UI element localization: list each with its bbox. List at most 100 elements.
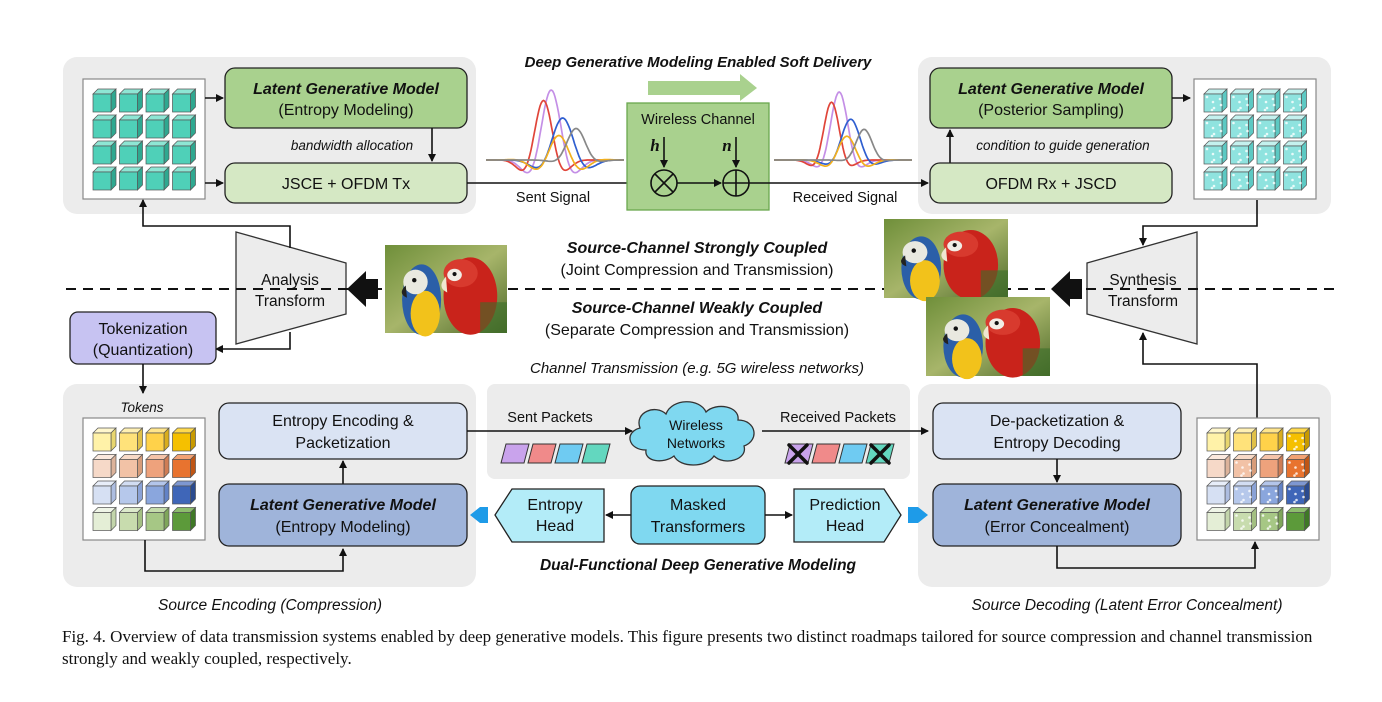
latent-cube <box>118 114 144 139</box>
multiply-node <box>650 169 678 197</box>
parrot-image <box>926 297 1050 380</box>
latent-cube <box>118 140 144 165</box>
latent-cube <box>145 506 170 532</box>
latent-generative-model-decoder <box>929 67 1173 129</box>
sent-signal-waves <box>486 89 624 174</box>
latent-cube <box>145 480 170 505</box>
wireless-label-1: Wireless <box>669 417 723 433</box>
add-node <box>722 169 750 197</box>
sent-packets <box>500 443 611 464</box>
packet <box>581 443 611 464</box>
latent-cube <box>145 453 170 479</box>
latent-cube <box>1282 166 1308 191</box>
latent-cube <box>145 88 170 113</box>
latent-cube <box>1259 480 1284 505</box>
source-decoding-label: Source Decoding (Latent Error Concealmen… <box>971 597 1282 614</box>
latent-cube <box>1232 427 1258 452</box>
packet <box>527 443 557 464</box>
source-encoding-label: Source Encoding (Compression) <box>158 597 382 614</box>
model-to-token-grid-connector <box>1056 541 1259 569</box>
latent-cube <box>171 506 197 532</box>
wireless-label-2: Networks <box>667 435 725 451</box>
latent-cube <box>1256 88 1281 113</box>
signal-wave <box>774 118 912 165</box>
depacket-label-1: De-packetization & <box>990 413 1125 430</box>
latent-generative-model-entropy <box>218 483 468 547</box>
latent-cube <box>92 88 117 113</box>
analysis-label-1: Analysis <box>261 272 319 289</box>
sent-packets-label: Sent Packets <box>507 410 592 426</box>
model-title: Latent Generative Model <box>958 81 1144 98</box>
synthesis-label-1: Synthesis <box>1109 272 1176 289</box>
received-signal-label: Received Signal <box>793 190 898 206</box>
latent-cube <box>92 427 117 452</box>
loss-mark-icon <box>787 443 891 465</box>
prediction-head-label-2: Head <box>826 518 864 535</box>
latent-cube <box>118 453 144 479</box>
latent-cube <box>118 427 144 452</box>
blue-arrow-left <box>470 507 488 523</box>
received-signal-waves <box>774 91 912 168</box>
banner-arrow <box>648 74 757 101</box>
latent-cube <box>1285 427 1311 452</box>
entropy-head-shape <box>494 488 605 543</box>
latent-cube <box>145 166 170 191</box>
latent-cube <box>171 114 197 139</box>
latent-cube <box>92 453 117 479</box>
latent-cube <box>1229 140 1255 165</box>
signal-wave <box>774 91 912 168</box>
latent-cube <box>171 453 197 479</box>
tokens-label: Tokens <box>120 400 163 415</box>
depacket-label-2: Entropy Decoding <box>993 435 1120 452</box>
latent-cube <box>92 506 117 532</box>
latent-cube <box>145 140 170 165</box>
latent-cube <box>92 480 117 505</box>
latent-cube <box>1259 506 1284 532</box>
latent-cube <box>1206 453 1231 479</box>
latent-cube <box>1203 88 1228 113</box>
latent-cube <box>1203 140 1228 165</box>
ofdm-rx-jscd-box <box>929 162 1173 204</box>
model-title: Latent Generative Model <box>964 497 1150 514</box>
latent-cube <box>1229 114 1255 139</box>
parrot-image <box>884 219 1008 302</box>
latent-cube <box>118 480 144 505</box>
model-title: Latent Generative Model <box>253 81 439 98</box>
banner-title: Deep Generative Modeling Enabled Soft De… <box>525 54 872 71</box>
figure-caption: Fig. 4. Overview of data transmission sy… <box>62 627 1313 668</box>
latent-cube <box>145 114 170 139</box>
latent-cube <box>171 88 197 113</box>
h-label: h <box>650 136 659 155</box>
latent-cube <box>1285 506 1311 532</box>
packet <box>554 443 584 464</box>
parrot-images <box>385 219 1050 380</box>
latent-cube <box>1256 114 1281 139</box>
latent-grid-encoder <box>82 78 206 200</box>
tokenization-label-2: (Quantization) <box>93 342 194 359</box>
synthesis-label-2: Transform <box>1108 293 1178 310</box>
latent-generative-model-concealment <box>932 483 1182 547</box>
model-subtitle: (Entropy Modeling) <box>275 519 410 536</box>
latent-cube <box>1282 88 1308 113</box>
bandwidth-allocation-label: bandwidth allocation <box>291 138 413 153</box>
model-title: Latent Generative Model <box>250 497 436 514</box>
analysis-label-2: Transform <box>255 293 325 310</box>
tokens-to-model-connector <box>144 540 347 572</box>
latent-cube <box>1232 480 1258 505</box>
entropy-encoding-label-1: Entropy Encoding & <box>272 413 414 430</box>
weak-coupled-title: Source-Channel Weakly Coupled <box>572 300 824 317</box>
strong-coupled-subtitle: (Joint Compression and Transmission) <box>561 262 834 279</box>
received-packets-label: Received Packets <box>780 410 896 426</box>
latent-cube <box>171 166 197 191</box>
image-to-analysis-arrow <box>347 271 378 307</box>
entropy-head-label-1: Entropy <box>527 497 582 514</box>
latent-cube <box>1229 88 1255 113</box>
token-grid-decoder <box>1196 417 1320 541</box>
grid-to-synthesis-connector <box>1139 200 1258 246</box>
signal-wave <box>774 128 912 162</box>
prediction-head-label-1: Prediction <box>809 497 880 514</box>
latent-cube <box>1206 480 1231 505</box>
packet <box>838 443 868 464</box>
latent-cube <box>1259 453 1284 479</box>
sent-signal-label: Sent Signal <box>516 190 590 206</box>
